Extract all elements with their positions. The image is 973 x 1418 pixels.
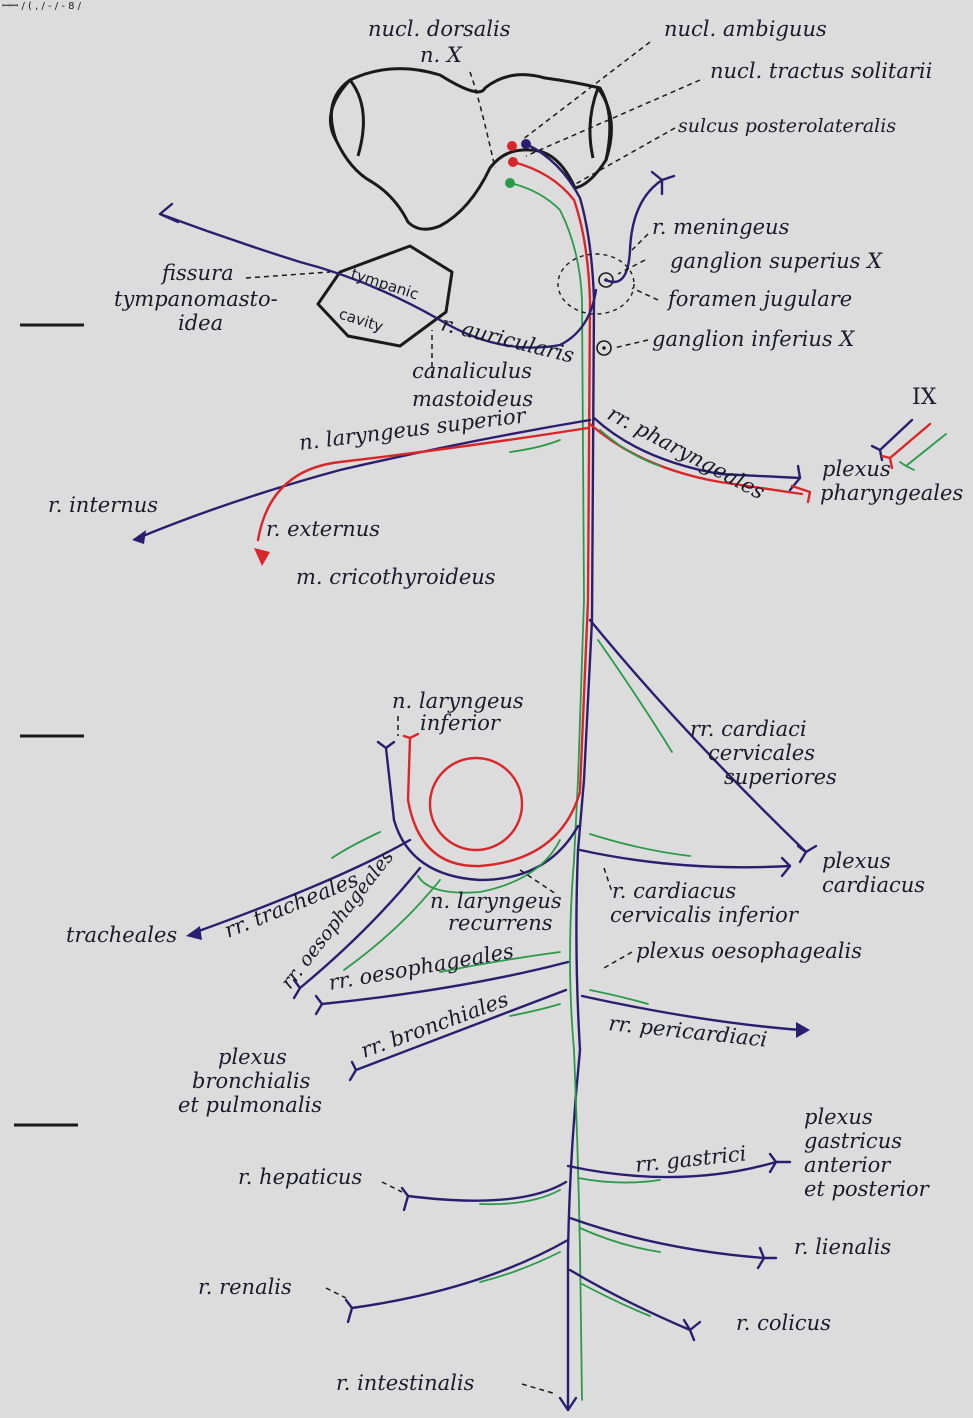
- rr-bronchiales-tip: [350, 1062, 356, 1080]
- label-r-internus: r. internus: [48, 493, 158, 517]
- r-cardiacus-inferior-sensory: [590, 834, 690, 856]
- vagus-trunk-motor: [513, 162, 590, 790]
- label-r-externus: r. externus: [266, 517, 380, 541]
- r-colicus: [570, 1270, 690, 1330]
- medulla-section: [330, 69, 609, 230]
- rr-oesophageales-tip: [316, 996, 322, 1014]
- label-r-hepaticus: r. hepaticus: [238, 1165, 362, 1189]
- r-internus-arrow: [132, 530, 146, 544]
- label-plexus-cardiacus-1: plexus: [822, 849, 891, 873]
- ix-sensory: [900, 434, 946, 470]
- label-rr-cardiaci-2: cervicales: [708, 741, 815, 765]
- label-plexus-gastricus-4: et posterior: [804, 1177, 931, 1201]
- label-sulcus-posterolateralis: sulcus posterolateralis: [678, 115, 896, 137]
- n-laryngeus-recurrens-visceral: [386, 748, 578, 880]
- label-canaliculus: canaliculus: [412, 359, 532, 383]
- tracheales-arrow: [186, 926, 202, 940]
- n-laryngeus-inferior-red-tip: [404, 734, 418, 738]
- label-plexus-pharyngeales-1: plexus: [822, 457, 891, 481]
- label-rr-oesophageales: rr. oesophageales: [327, 939, 516, 995]
- foramen-jugulare-outline: [558, 254, 634, 314]
- label-r-lienalis: r. lienalis: [794, 1235, 891, 1259]
- label-plexus-bronchialis-2: bronchialis: [192, 1069, 311, 1093]
- label-fissura-1: fissura: [160, 261, 234, 285]
- rr-bronchiales-sensory: [510, 1004, 560, 1016]
- corner-mark: ꟷꟷ / ( , / - / - 8 /: [2, 1, 82, 12]
- label-n-laryngeus-inferior-1: n. laryngeus: [392, 689, 524, 713]
- label-ix: IX: [912, 385, 937, 410]
- label-foramen-jugulare: foramen jugulare: [666, 287, 852, 311]
- laryngeus-superior-sensory: [510, 440, 560, 452]
- label-r-meningeus: r. meningeus: [652, 215, 790, 239]
- aortic-arch-loop: [430, 758, 522, 850]
- label-n-x: n. X: [420, 43, 463, 67]
- label-plexus-oesophagealis: plexus oesophagealis: [636, 939, 862, 963]
- r-lienalis: [570, 1218, 764, 1258]
- rr-pericardiaci-arrow: [796, 1022, 810, 1038]
- label-plexus-bronchialis-3: et pulmonalis: [178, 1093, 322, 1117]
- leader-tractus-solitarii: [526, 80, 700, 156]
- label-ganglion-inferius: ganglion inferius X: [652, 327, 855, 351]
- label-rr-pharyngeales: rr. pharyngeales: [604, 401, 769, 504]
- label-plexus-gastricus-3: anterior: [804, 1153, 892, 1177]
- n-laryngeus-inferior-tip: [378, 742, 394, 748]
- label-m-cricothyroideus: m. cricothyroideus: [296, 565, 496, 589]
- leader-nucl-ambiguus: [522, 42, 650, 140]
- label-r-colicus: r. colicus: [736, 1311, 831, 1335]
- label-plexus-gastricus-1: plexus: [804, 1105, 873, 1129]
- r-renalis-tip: [346, 1300, 352, 1322]
- leader-r-intestinalis: [522, 1384, 556, 1394]
- label-plexus-pharyngeales-2: pharyngeales: [820, 481, 963, 505]
- ix-visceral: [872, 420, 912, 460]
- r-externus-arrow: [254, 548, 270, 566]
- label-fissura-3: idea: [178, 311, 223, 335]
- leader-r-hepaticus: [382, 1182, 402, 1192]
- leader-r-renalis: [326, 1288, 346, 1298]
- tracheales-sensory: [332, 832, 380, 858]
- r-colicus-sensory: [582, 1284, 650, 1316]
- r-hepaticus-tip: [402, 1188, 408, 1210]
- label-rr-cardiaci-3: superiores: [724, 765, 837, 789]
- label-r-renalis: r. renalis: [198, 1275, 292, 1299]
- rr-cardiaci-sensory: [598, 640, 672, 752]
- leader-r-meningeus: [632, 234, 648, 250]
- label-nucl-ambiguus: nucl. ambiguus: [664, 17, 827, 41]
- medulla-cut-left: [331, 80, 363, 156]
- leader-cardiacus-inferior: [604, 868, 612, 892]
- label-tracheales: tracheales: [66, 923, 177, 947]
- nucl-dorsalis-dot: [507, 141, 517, 151]
- label-tympanic: tympanic: [349, 265, 421, 304]
- r-colicus-tip: [684, 1320, 700, 1340]
- label-n-laryngeus-recurrens-1: n. laryngeus: [430, 889, 562, 913]
- r-renalis: [352, 1240, 568, 1308]
- rr-gastrici-sensory: [578, 1178, 660, 1183]
- label-nucl-dorsalis: nucl. dorsalis: [368, 17, 511, 41]
- label-r-cardiacus-1: r. cardiacus: [612, 879, 736, 903]
- label-n-laryngeus-recurrens-2: recurrens: [448, 911, 553, 935]
- label-rr-cardiaci-1: rr. cardiaci: [690, 717, 807, 741]
- label-n-laryngeus-inferior-2: inferior: [420, 711, 502, 735]
- label-fissura-2: tympanomasto-: [114, 287, 278, 311]
- leader-nucl-dorsalis: [470, 72, 495, 168]
- leader-fissura: [246, 272, 330, 278]
- label-ganglion-superius: ganglion superius X: [670, 249, 883, 273]
- plexus-oesophagealis-sensory: [590, 990, 648, 1004]
- r-meningeus-tip: [652, 172, 674, 194]
- label-plexus-gastricus-2: gastricus: [804, 1129, 902, 1153]
- label-plexus-cardiacus-2: cardiacus: [822, 873, 925, 897]
- leader-foramen: [632, 288, 658, 300]
- label-nucl-tractus-solitarii: nucl. tractus solitarii: [710, 59, 932, 83]
- ganglion-inferius-center: [602, 346, 606, 350]
- label-r-cardiacus-2: cervicalis inferior: [610, 903, 800, 927]
- rr-cardiaci-tip: [798, 846, 816, 862]
- leader-plexus-oesophagealis: [604, 952, 632, 968]
- leader-ganglion-inferius: [614, 340, 648, 348]
- label-r-intestinalis: r. intestinalis: [336, 1371, 475, 1395]
- label-plexus-bronchialis-1: plexus: [218, 1045, 287, 1069]
- r-renalis-sensory: [480, 1252, 560, 1282]
- r-cardiacus-inferior: [580, 850, 790, 867]
